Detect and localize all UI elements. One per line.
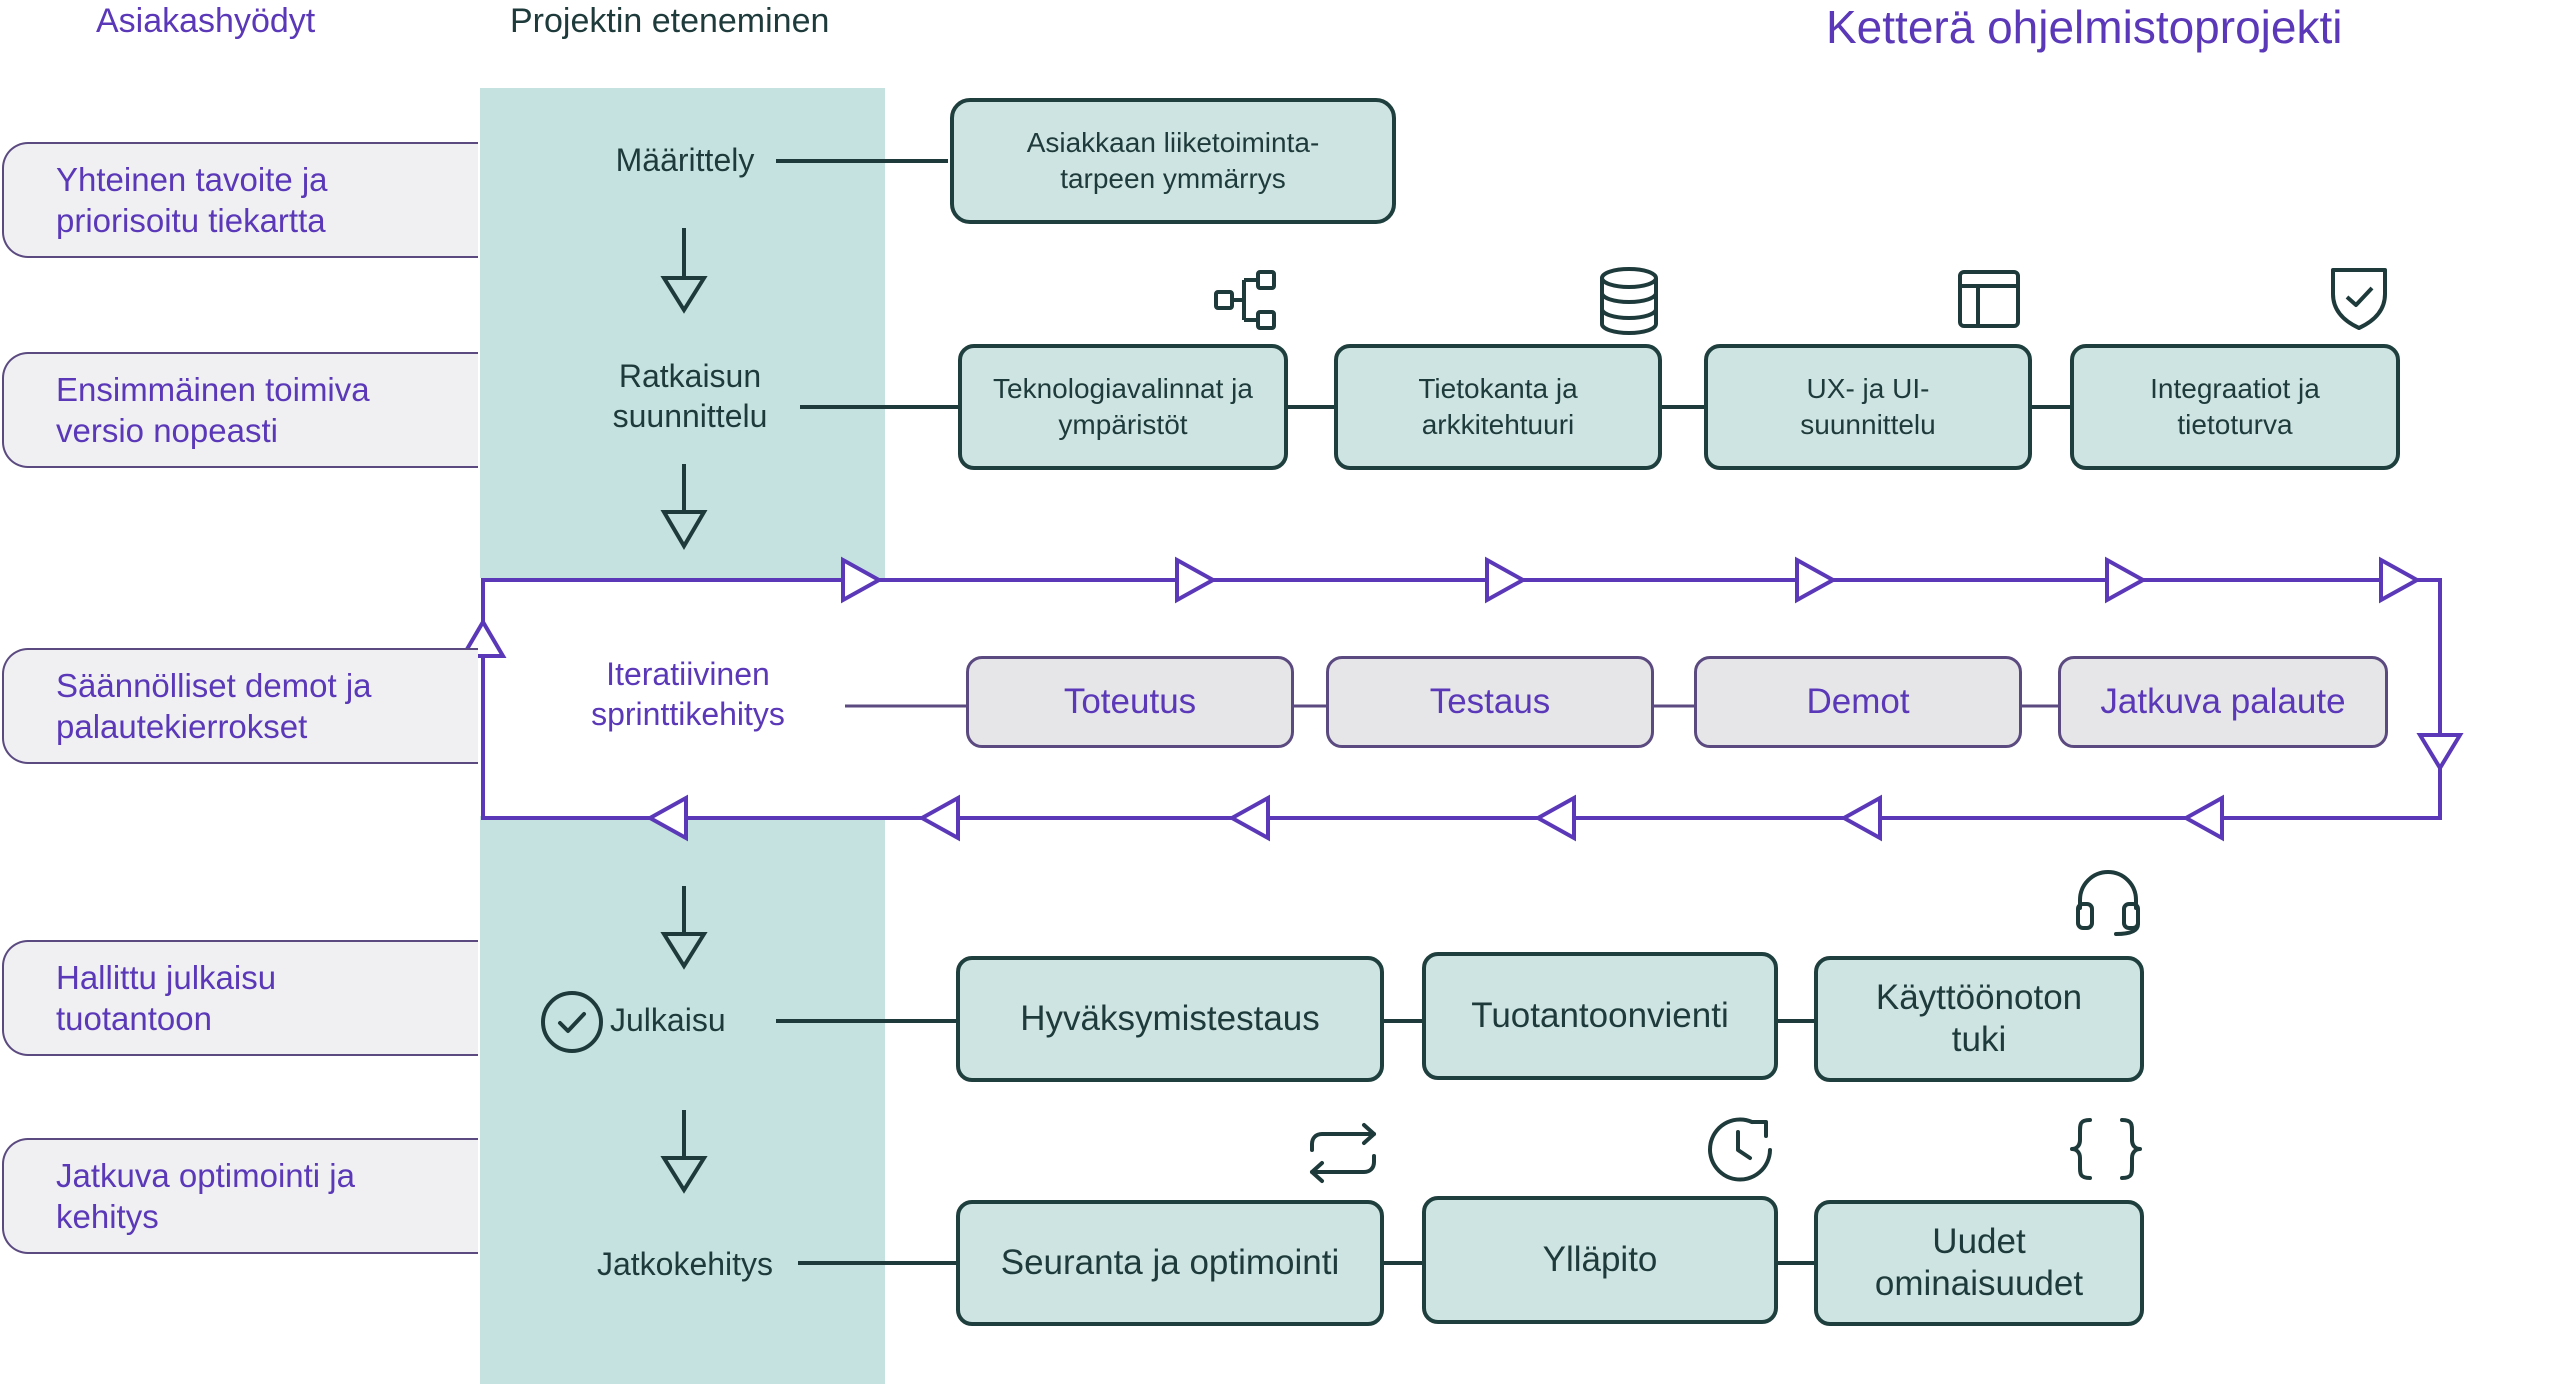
checkmark-circle-icon bbox=[541, 991, 603, 1053]
benefit-item: Yhteinen tavoite ja priorisoitu tiekartt… bbox=[2, 142, 478, 258]
flowchart-icon bbox=[1214, 270, 1276, 330]
step-box: Demot bbox=[1694, 656, 2022, 748]
code-braces-icon bbox=[2070, 1118, 2142, 1180]
headset-icon bbox=[2076, 870, 2140, 936]
step-label: Integraatiot ja tietoturva bbox=[2150, 373, 2320, 440]
phase-definition: Määrittely bbox=[615, 142, 755, 178]
phase-sprint: Iteratiivinen sprinttikehitys bbox=[591, 656, 785, 732]
benefit-item: Säännölliset demot ja palautekierrokset bbox=[2, 648, 478, 764]
step-label: Seuranta ja optimointi bbox=[1000, 1243, 1340, 1282]
step-box: Hyväksymistestaus bbox=[956, 956, 1384, 1082]
step-box: Ylläpito bbox=[1422, 1196, 1778, 1324]
step-label: Toteutus bbox=[1063, 682, 1197, 721]
benefit-label: Säännölliset demot ja palautekierrokset bbox=[56, 667, 372, 745]
step-box: Uudet ominaisuudet bbox=[1814, 1200, 2144, 1326]
step-label: Demot bbox=[1806, 682, 1910, 721]
step-label: Tietokanta ja arkkitehtuuri bbox=[1418, 373, 1578, 440]
step-label: Asiakkaan liiketoiminta-tarpeen ymmärrys bbox=[1026, 127, 1320, 194]
refresh-icon bbox=[1310, 1123, 1376, 1183]
step-label: Teknologiavalinnat ja ympäristöt bbox=[993, 373, 1253, 440]
step-box: Integraatiot ja tietoturva bbox=[2070, 344, 2400, 470]
benefit-item: Ensimmäinen toimiva versio nopeasti bbox=[2, 352, 478, 468]
benefit-label: Jatkuva optimointi ja kehitys bbox=[56, 1157, 355, 1235]
benefit-item: Hallittu julkaisu tuotantoon bbox=[2, 940, 478, 1056]
benefits-header: Asiakashyödyt bbox=[96, 2, 316, 40]
phase-release: Julkaisu bbox=[610, 1002, 726, 1038]
step-label: Testaus bbox=[1429, 682, 1551, 721]
benefit-label: Ensimmäinen toimiva versio nopeasti bbox=[56, 371, 370, 449]
benefit-label: Hallittu julkaisu tuotantoon bbox=[56, 959, 277, 1037]
step-box: Seuranta ja optimointi bbox=[956, 1200, 1384, 1326]
step-box: UX- ja UI-suunnittelu bbox=[1704, 344, 2032, 470]
step-box: Teknologiavalinnat ja ympäristöt bbox=[958, 344, 1288, 470]
step-box: Asiakkaan liiketoiminta-tarpeen ymmärrys bbox=[950, 98, 1396, 224]
page-title: Ketterä ohjelmistoprojekti bbox=[1826, 1, 2343, 53]
clock-history-icon bbox=[1708, 1117, 1772, 1182]
benefit-item: Jatkuva optimointi ja kehitys bbox=[2, 1138, 478, 1254]
step-box: Testaus bbox=[1326, 656, 1654, 748]
step-label: Uudet ominaisuudet bbox=[1874, 1222, 2084, 1303]
step-label: Hyväksymistestaus bbox=[1020, 999, 1320, 1038]
step-box: Tuotantoonvienti bbox=[1422, 952, 1778, 1080]
shield-check-icon bbox=[2331, 268, 2387, 330]
phase-design: Ratkaisun suunnittelu bbox=[612, 358, 768, 434]
step-label: Käyttöönoton tuki bbox=[1875, 978, 2083, 1059]
step-label: UX- ja UI-suunnittelu bbox=[1800, 373, 1936, 440]
step-label: Tuotantoonvienti bbox=[1471, 996, 1729, 1035]
step-box: Toteutus bbox=[966, 656, 1294, 748]
layout-icon bbox=[1958, 270, 2020, 328]
step-label: Ylläpito bbox=[1542, 1240, 1658, 1279]
benefit-label: Yhteinen tavoite ja priorisoitu tiekartt… bbox=[56, 161, 328, 239]
step-label: Jatkuva palaute bbox=[2100, 682, 2346, 721]
step-box: Tietokanta ja arkkitehtuuri bbox=[1334, 344, 1662, 470]
progress-header: Projektin eteneminen bbox=[510, 2, 830, 40]
database-icon bbox=[1600, 267, 1658, 335]
phase-continuation: Jatkokehitys bbox=[596, 1246, 774, 1282]
step-box: Jatkuva palaute bbox=[2058, 656, 2388, 748]
step-box: Käyttöönoton tuki bbox=[1814, 956, 2144, 1082]
